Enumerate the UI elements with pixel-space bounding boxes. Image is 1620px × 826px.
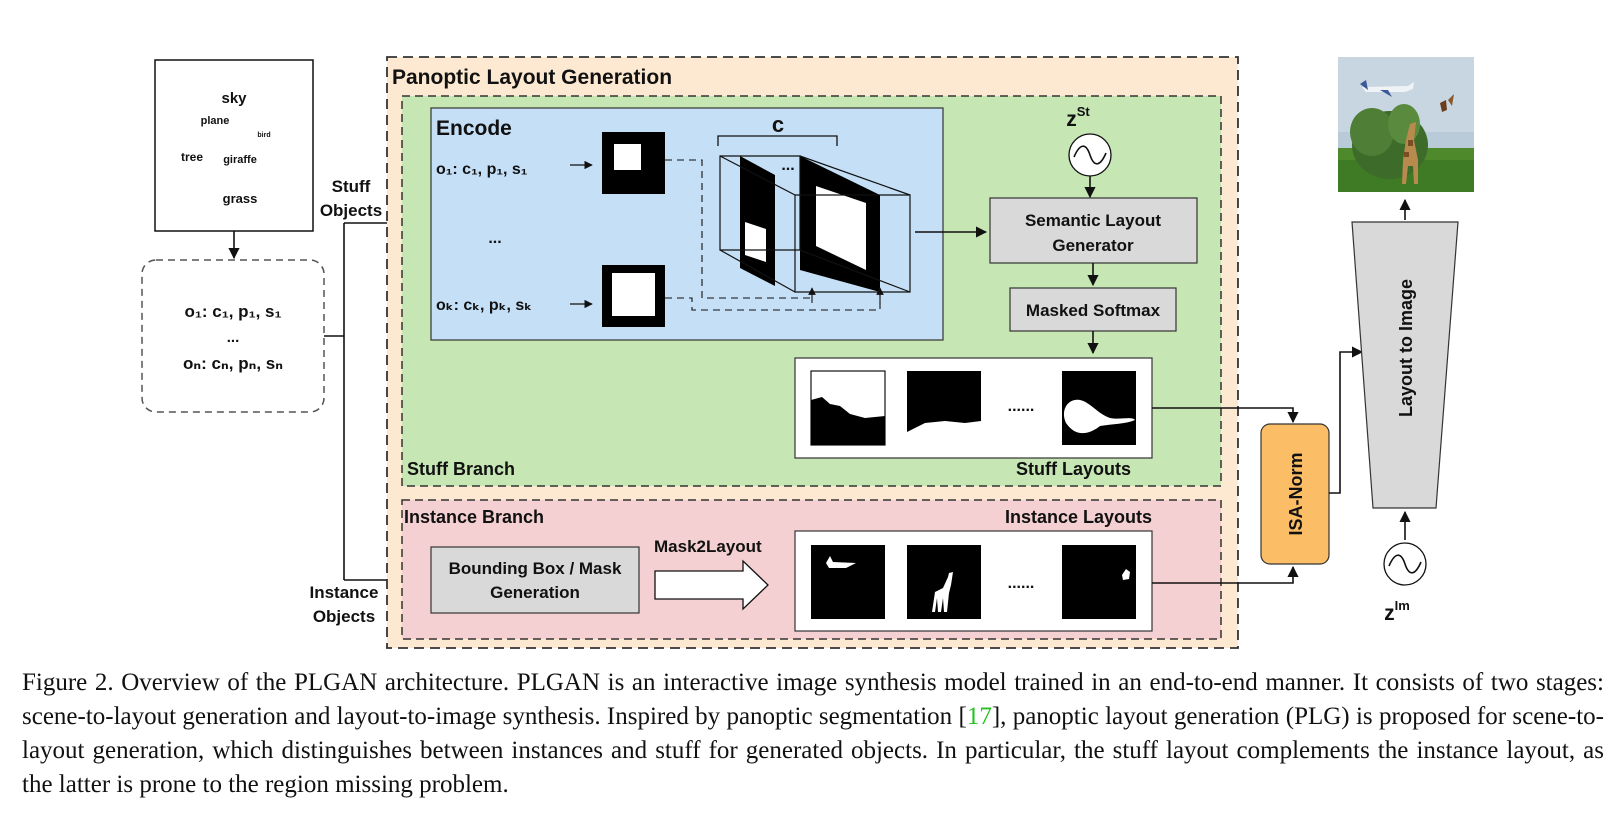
mask2layout-label: Mask2Layout — [654, 537, 762, 556]
generator-label-2: Generator — [1052, 236, 1134, 255]
stuff-layout-2 — [907, 371, 981, 445]
figure-caption: Figure 2. Overview of the PLGAN architec… — [22, 666, 1604, 802]
object-list: o₁: c₁, p₁, s₁ ... oₙ: cₙ, pₙ, sₙ — [141, 259, 325, 413]
c-label: c — [772, 112, 784, 137]
object-dots: ... — [227, 329, 240, 346]
scene-word-grass: grass — [223, 191, 258, 206]
caption-text-2: ], panoptic layout generation (PLG) is p… — [22, 703, 1604, 798]
stuff-layout-1 — [810, 370, 886, 446]
object-first: o₁: c₁, p₁, s₁ — [184, 302, 281, 321]
bbox-label-1: Bounding Box / Mask — [449, 559, 622, 578]
stuff-layouts-dots: ...... — [1008, 398, 1035, 415]
stuff-layouts-label: Stuff Layouts — [1016, 459, 1131, 479]
bbox-mask-generation — [430, 546, 640, 614]
instance-to-isa-arrow — [1152, 565, 1299, 584]
instance-layout-2 — [907, 545, 981, 619]
c-bracket — [717, 135, 838, 146]
instance-branch-label: Instance Branch — [404, 507, 544, 527]
mask-1 — [602, 132, 665, 194]
plg-title: Panoptic Layout Generation — [392, 66, 672, 89]
stuff-objects-label-1: Stuff — [332, 177, 371, 196]
architecture-diagram: sky plane bird tree giraffe grass o₁: c₁… — [141, 56, 1474, 649]
stuff-to-isa-arrow — [1152, 407, 1299, 424]
caption-ref-link[interactable]: 17 — [966, 703, 992, 730]
mask-1-link — [665, 159, 813, 299]
isa-norm-block — [1260, 423, 1330, 565]
output-image — [1338, 57, 1474, 192]
instance-layouts-label: Instance Layouts — [1005, 507, 1152, 527]
scene-word-giraffe: giraffe — [223, 154, 257, 166]
encode-title: Encode — [436, 117, 512, 140]
volume-dots: ... — [781, 157, 794, 174]
object-last: oₙ: cₙ, pₙ, sₙ — [183, 354, 283, 373]
instance-layout-1 — [811, 545, 885, 619]
instance-objects-label-1: Instance — [310, 583, 379, 602]
layout-to-image-decoder — [1351, 221, 1459, 509]
stuff-branch-label: Stuff Branch — [407, 459, 515, 479]
scene-word-tree: tree — [181, 150, 203, 164]
generator-label-1: Semantic Layout — [1025, 211, 1161, 230]
scene-word-sky: sky — [221, 90, 247, 107]
encode-row-k: oₖ: cₖ, pₖ, sₖ — [436, 297, 532, 314]
masked-softmax — [1009, 287, 1177, 332]
stuff-layout-n — [1062, 371, 1136, 445]
isa-norm-label: ISA-Norm — [1286, 452, 1306, 535]
noise-im-label: zIm — [1384, 598, 1410, 625]
noise-im-icon — [1383, 542, 1427, 586]
isa-to-decoder-arrow — [1329, 346, 1364, 494]
mask-k — [602, 265, 665, 327]
scene-word-plane: plane — [201, 115, 230, 127]
encode-row-dots: ... — [488, 230, 501, 247]
noise-st-label: zSt — [1066, 104, 1090, 131]
layout-to-image-label: Layout to Image — [1396, 279, 1416, 417]
scene-word-bird: bird — [257, 132, 270, 139]
caption-text-1: Figure 2. Overview of the PLGAN architec… — [22, 669, 1604, 730]
mask-k-link — [665, 290, 881, 311]
instance-objects-label-2: Objects — [313, 607, 375, 626]
noise-st-icon — [1068, 133, 1112, 177]
bbox-label-2: Generation — [490, 583, 580, 602]
stuff-objects-label-2: Objects — [320, 201, 382, 220]
layout-volume — [719, 155, 911, 293]
encode-row-1: o₁: c₁, p₁, s₁ — [436, 161, 528, 178]
instance-layouts-dots: ...... — [1008, 575, 1035, 592]
mask2layout-arrow — [654, 559, 769, 611]
masked-softmax-label: Masked Softmax — [1026, 301, 1161, 320]
instance-layout-n — [1062, 545, 1136, 619]
scene-box: sky plane bird tree giraffe grass — [154, 59, 314, 232]
